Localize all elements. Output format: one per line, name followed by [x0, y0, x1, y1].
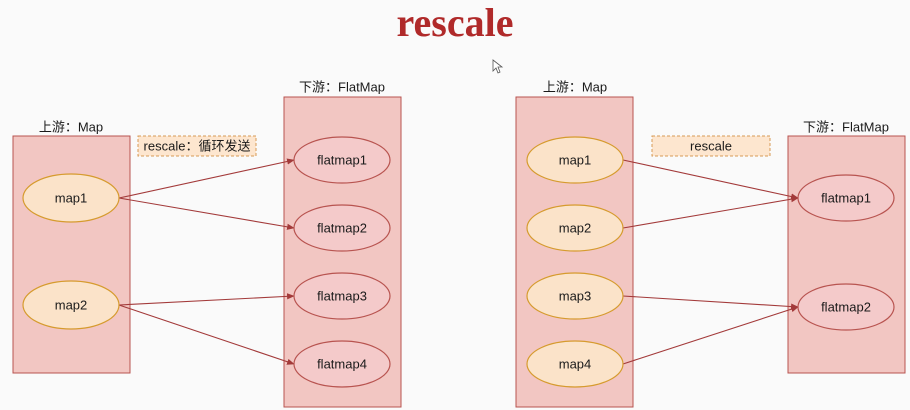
left-downstream-node [293, 272, 391, 320]
left-downstream-node-label: flatmap1 [317, 153, 367, 168]
right-upstream-node [526, 272, 624, 320]
left-downstream-node-label: flatmap4 [317, 357, 367, 372]
left-downstream-node [293, 136, 391, 184]
right-downstream-node-label: flatmap1 [821, 191, 871, 206]
left-edge-arrow [118, 293, 295, 306]
left-note-text: rescale：循环发送 [144, 139, 251, 154]
right-downstream-container [787, 135, 906, 374]
right-upstream-node-label: map1 [559, 153, 592, 168]
right-upstream-label: 上游：Map [543, 80, 607, 95]
right-downstream-label: 下游：FlatMap [803, 120, 889, 135]
right-edge-arrow [622, 196, 799, 229]
right-upstream-node [526, 204, 624, 252]
left-edge-arrow [118, 304, 295, 365]
right-downstream-node-label: flatmap2 [821, 300, 871, 315]
right-note-text: rescale [690, 139, 732, 154]
right-diagram-group: 上游：Map 下游：FlatMap rescale map1 map2 map3 map4 f… [515, 80, 906, 408]
left-diagram-group: 上游：Map 下游：FlatMap rescale：循环发送 map1 map2 flat… [12, 80, 402, 408]
left-upstream-container [12, 135, 131, 374]
right-upstream-node [526, 340, 624, 388]
left-edge-arrow [118, 158, 295, 199]
right-downstream-node [797, 283, 895, 331]
right-downstream-node [797, 174, 895, 222]
right-upstream-node-label: map3 [559, 289, 592, 304]
right-edge-arrow [622, 306, 799, 365]
mouse-cursor-icon [492, 59, 504, 74]
left-downstream-label: 下游：FlatMap [299, 80, 385, 95]
right-upstream-node-label: map4 [559, 357, 592, 372]
left-downstream-node [293, 340, 391, 388]
diagram-title: rescale [396, 0, 514, 45]
left-note-box [137, 135, 257, 157]
left-upstream-label: 上游：Map [39, 120, 103, 135]
right-upstream-node-label: map2 [559, 221, 592, 236]
right-edge-arrow [622, 159, 799, 200]
right-note-box [651, 135, 771, 157]
left-downstream-node-label: flatmap2 [317, 221, 367, 236]
left-upstream-node-label: map2 [55, 298, 88, 313]
left-downstream-node-label: flatmap3 [317, 289, 367, 304]
right-edge-arrow [622, 295, 799, 310]
left-edge-arrow [118, 197, 295, 230]
left-downstream-node [293, 204, 391, 252]
left-upstream-node [22, 280, 120, 330]
left-upstream-node-label: map1 [55, 191, 88, 206]
left-upstream-node [22, 173, 120, 223]
right-upstream-node [526, 136, 624, 184]
